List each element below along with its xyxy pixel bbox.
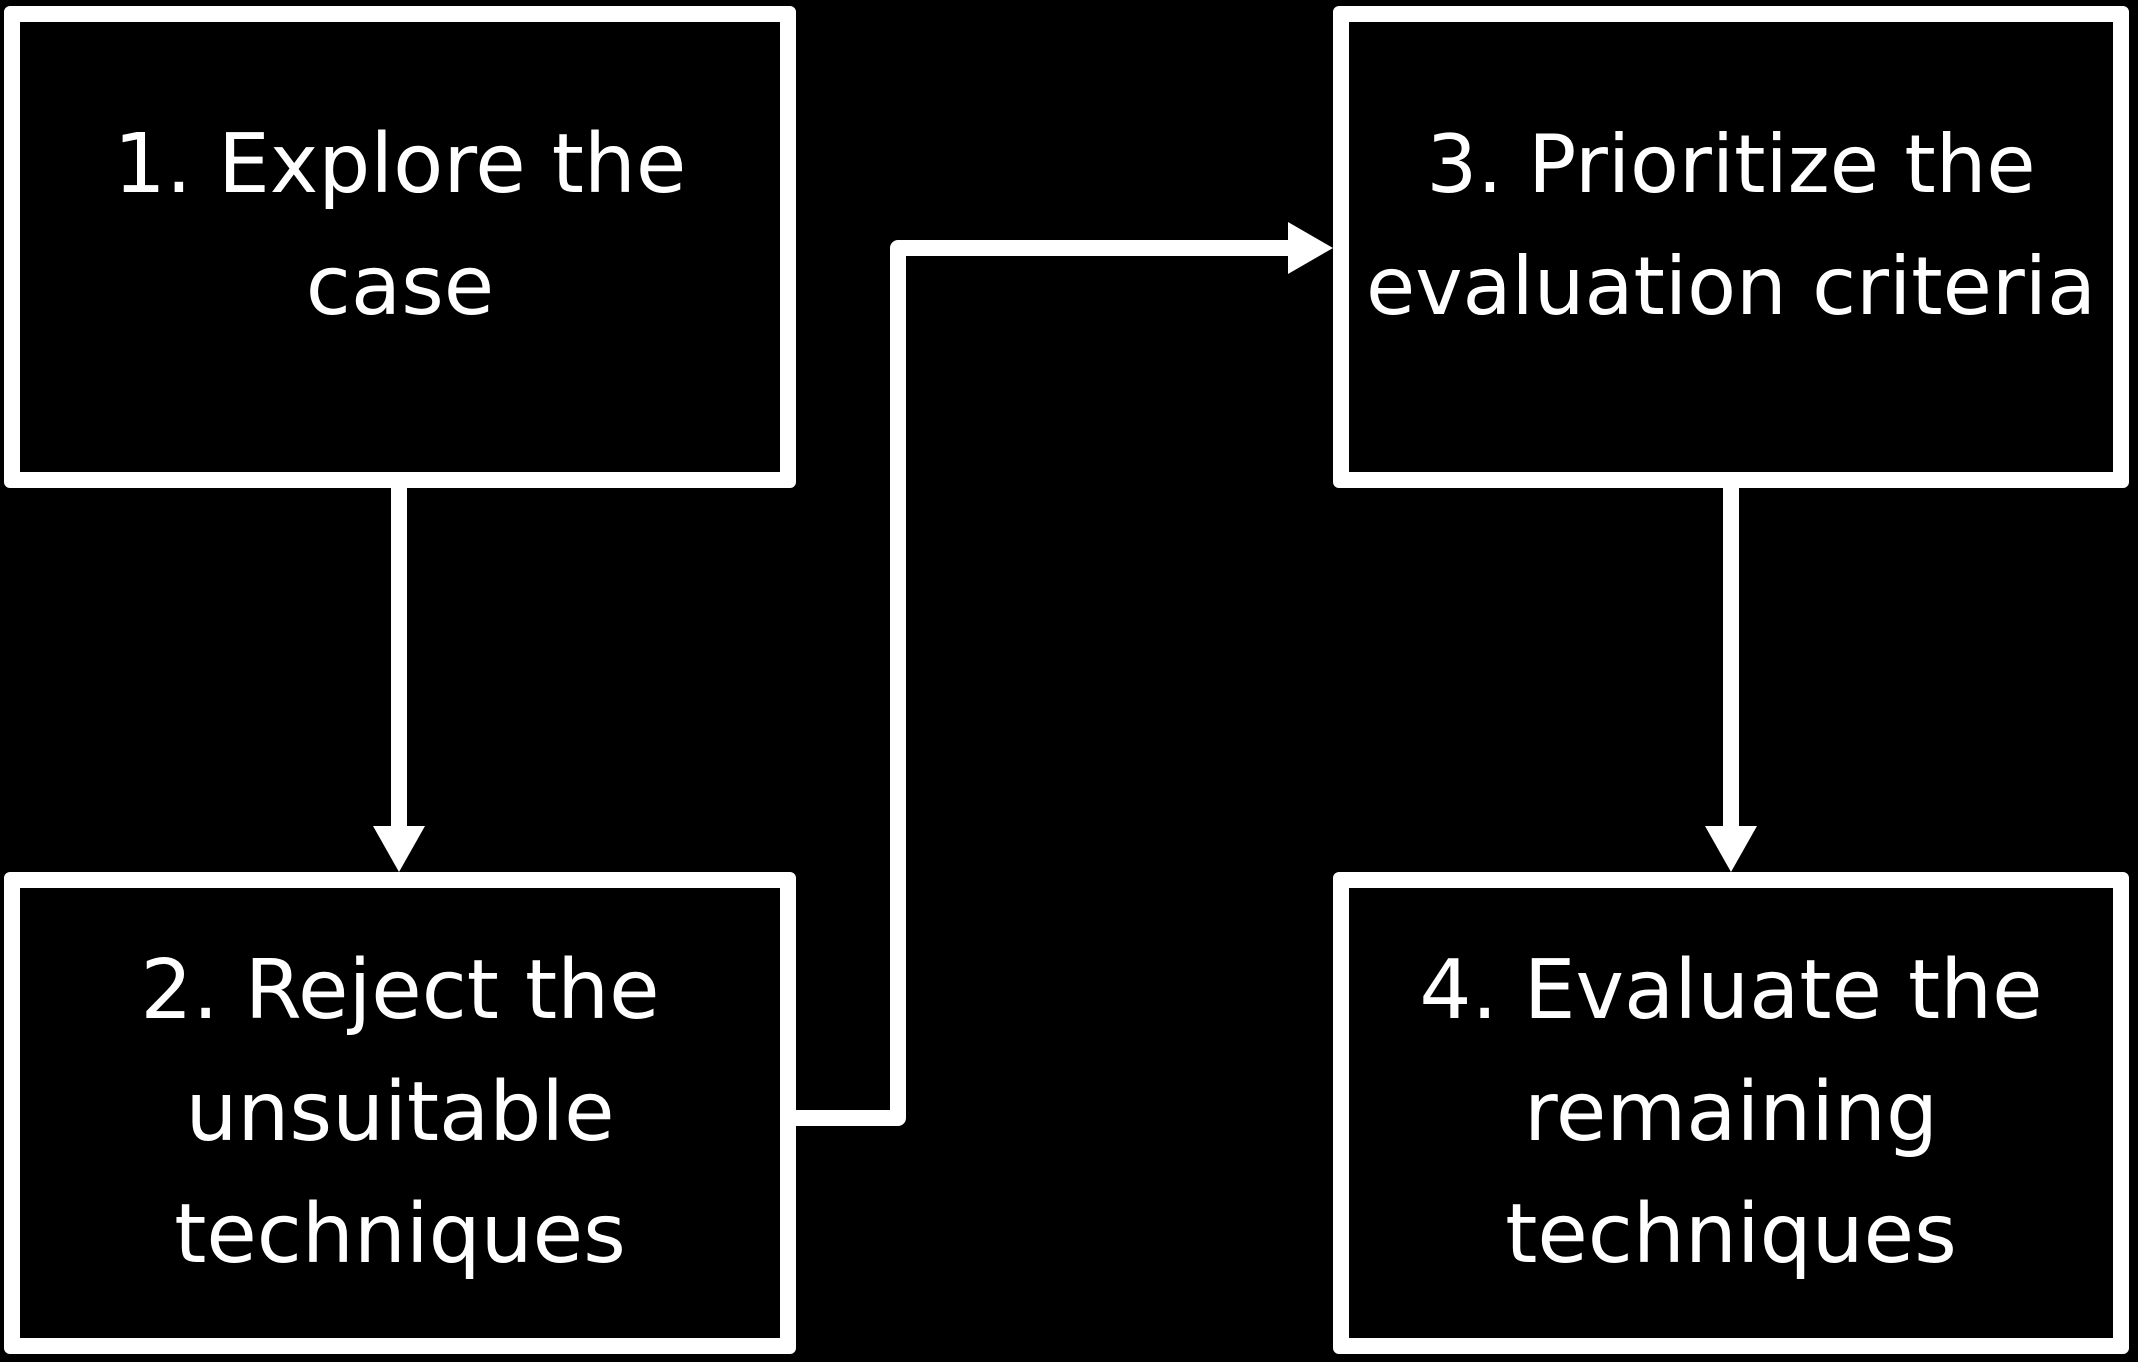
step-1-box: 1. Explore the case — [4, 6, 796, 488]
step-2-box: 2. Reject the unsuitable techniques — [4, 872, 796, 1354]
arrow-step2-to-step3 — [796, 222, 1333, 1126]
arrowhead-down-icon — [373, 826, 425, 872]
arrow-step1-to-step2 — [373, 488, 425, 872]
arrow-step3-to-step4 — [1705, 488, 1757, 872]
step-1-label: 1. Explore the case — [113, 117, 687, 334]
step-4-box: 4. Evaluate the remaining techniques — [1333, 872, 2129, 1354]
arrowhead-right-icon — [1288, 222, 1333, 274]
step-2-label: 2. Reject the unsuitable techniques — [140, 943, 660, 1282]
step-4-label: 4. Evaluate the remaining techniques — [1419, 943, 2043, 1282]
step-3-label: 3. Prioritize the evaluation criteria — [1365, 118, 2097, 333]
step-3-box: 3. Prioritize the evaluation criteria — [1333, 6, 2129, 488]
arrowhead-down-icon — [1705, 826, 1757, 872]
